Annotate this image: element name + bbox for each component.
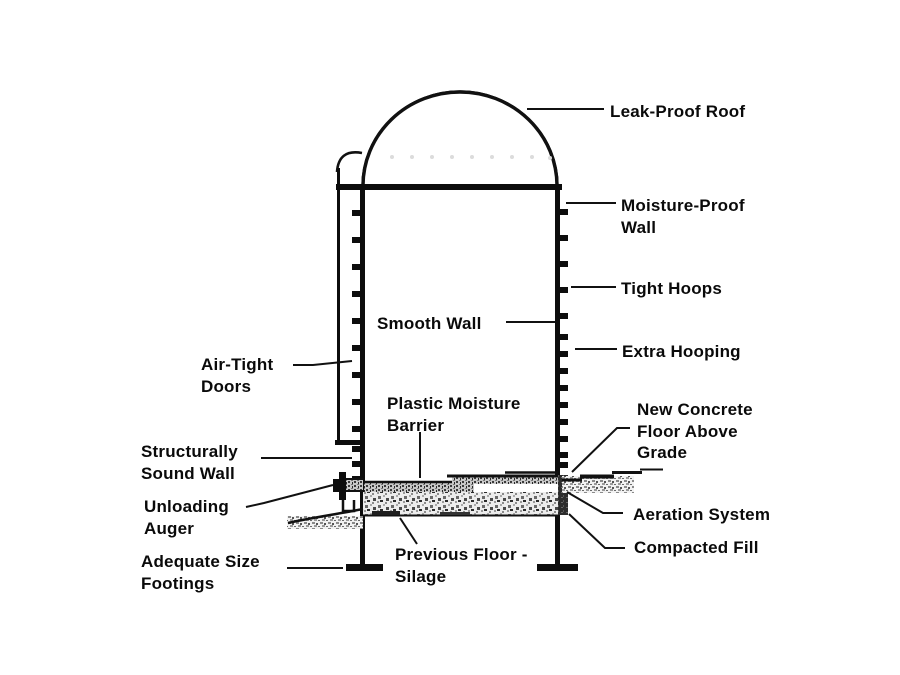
hoop-tick bbox=[560, 402, 568, 408]
label-new-concrete-floor: Floor Above bbox=[637, 422, 738, 441]
hoop-tick bbox=[560, 462, 568, 468]
hoop-tick bbox=[560, 419, 568, 425]
label-air-tight-doors: Doors bbox=[201, 377, 251, 396]
label-previous-floor-silage: Silage bbox=[395, 567, 446, 586]
hoop-tick bbox=[560, 436, 568, 442]
label-new-concrete-floor: New Concrete bbox=[637, 400, 753, 419]
label-smooth-wall: Smooth Wall bbox=[377, 314, 482, 333]
silo-structure bbox=[287, 90, 663, 571]
label-adequate-size-footings: Footings bbox=[141, 574, 214, 593]
door-tick bbox=[352, 318, 360, 324]
leader-lines bbox=[245, 108, 630, 569]
grade-right-clump bbox=[558, 475, 568, 515]
leader-new-concrete-floor bbox=[571, 427, 630, 473]
label-extra-hooping: Extra Hooping bbox=[622, 342, 741, 361]
door-tick bbox=[352, 237, 360, 243]
silo-left-wall bbox=[360, 184, 365, 565]
label-unloading-auger: Auger bbox=[144, 519, 194, 538]
hoop-tick bbox=[560, 209, 568, 215]
leader-aeration-system bbox=[566, 491, 623, 514]
hoop-tick bbox=[560, 351, 568, 357]
footing-right bbox=[537, 564, 578, 571]
door-tick bbox=[352, 426, 360, 432]
hoop-tick bbox=[560, 235, 568, 241]
door-tick bbox=[352, 210, 360, 216]
door-tick bbox=[352, 461, 360, 467]
label-structurally-sound-wall: Sound Wall bbox=[141, 464, 235, 483]
grade-right bbox=[558, 468, 663, 515]
footing-left bbox=[346, 564, 383, 571]
label-compacted-fill: Compacted Fill bbox=[634, 538, 759, 557]
fill-dark-patch bbox=[372, 511, 400, 515]
label-moisture-proof-wall: Wall bbox=[621, 218, 656, 237]
label-adequate-size-footings: Adequate Size bbox=[141, 552, 260, 571]
auger-cap bbox=[333, 479, 339, 492]
plastic-barrier-strip-right bbox=[452, 475, 558, 484]
dome-faint-dots bbox=[390, 155, 552, 160]
leader-previous-floor-silage bbox=[399, 517, 418, 545]
label-plastic-moisture-barrier: Plastic Moisture bbox=[387, 394, 521, 413]
dome-roof-shadow bbox=[361, 90, 559, 187]
label-unloading-auger: Unloading bbox=[144, 497, 229, 516]
grade-left-line bbox=[287, 507, 364, 525]
leader-air-tight-doors bbox=[293, 360, 353, 366]
hoop-tick bbox=[560, 385, 568, 391]
label-plastic-moisture-barrier: Barrier bbox=[387, 416, 444, 435]
auger-stand bbox=[341, 500, 356, 513]
plastic-barrier-strip-left bbox=[364, 481, 474, 492]
door-chute-top-curve bbox=[335, 151, 363, 173]
door-tick bbox=[352, 372, 360, 378]
hoop-tick bbox=[560, 313, 568, 319]
silo-right-wall bbox=[555, 184, 560, 565]
door-tick bbox=[352, 446, 360, 452]
label-moisture-proof-wall: Moisture-Proof bbox=[621, 196, 745, 215]
auger-unit bbox=[333, 472, 363, 513]
label-air-tight-doors: Air-Tight bbox=[201, 355, 273, 374]
floor-assembly bbox=[363, 471, 559, 517]
hoop-tick bbox=[560, 261, 568, 267]
label-aeration-system: Aeration System bbox=[633, 505, 770, 524]
door-tick bbox=[352, 345, 360, 351]
hoop-ticks bbox=[560, 209, 568, 468]
auger-tube bbox=[346, 478, 363, 492]
grade-left-texture bbox=[287, 516, 363, 529]
label-tight-hoops: Tight Hoops bbox=[621, 279, 722, 298]
hoop-tick bbox=[560, 287, 568, 293]
door-tick bbox=[352, 291, 360, 297]
labels: Leak-Proof Roof Moisture-Proof Wall Tigh… bbox=[141, 102, 770, 593]
hoop-tick bbox=[560, 452, 568, 458]
auger-plate bbox=[339, 472, 346, 500]
dome-roof bbox=[361, 90, 559, 187]
door-chute-bottom bbox=[335, 440, 365, 445]
leader-compacted-fill bbox=[568, 513, 625, 549]
hoop-tick bbox=[560, 368, 568, 374]
label-previous-floor-silage: Previous Floor - bbox=[395, 545, 528, 564]
label-new-concrete-floor: Grade bbox=[637, 443, 687, 462]
door-chute-outer-wall bbox=[337, 168, 340, 444]
floor-gap bbox=[474, 484, 558, 492]
label-structurally-sound-wall: Structurally bbox=[141, 442, 238, 461]
hoop-tick bbox=[560, 334, 568, 340]
leader-unloading-auger bbox=[245, 484, 334, 508]
grade-left bbox=[287, 507, 364, 529]
silo-top-band bbox=[336, 184, 562, 190]
auger-tube-edges bbox=[346, 478, 363, 492]
label-leak-proof-roof: Leak-Proof Roof bbox=[610, 102, 745, 121]
door-tick bbox=[352, 264, 360, 270]
door-tick bbox=[352, 399, 360, 405]
fill-dark-patch bbox=[440, 512, 470, 515]
